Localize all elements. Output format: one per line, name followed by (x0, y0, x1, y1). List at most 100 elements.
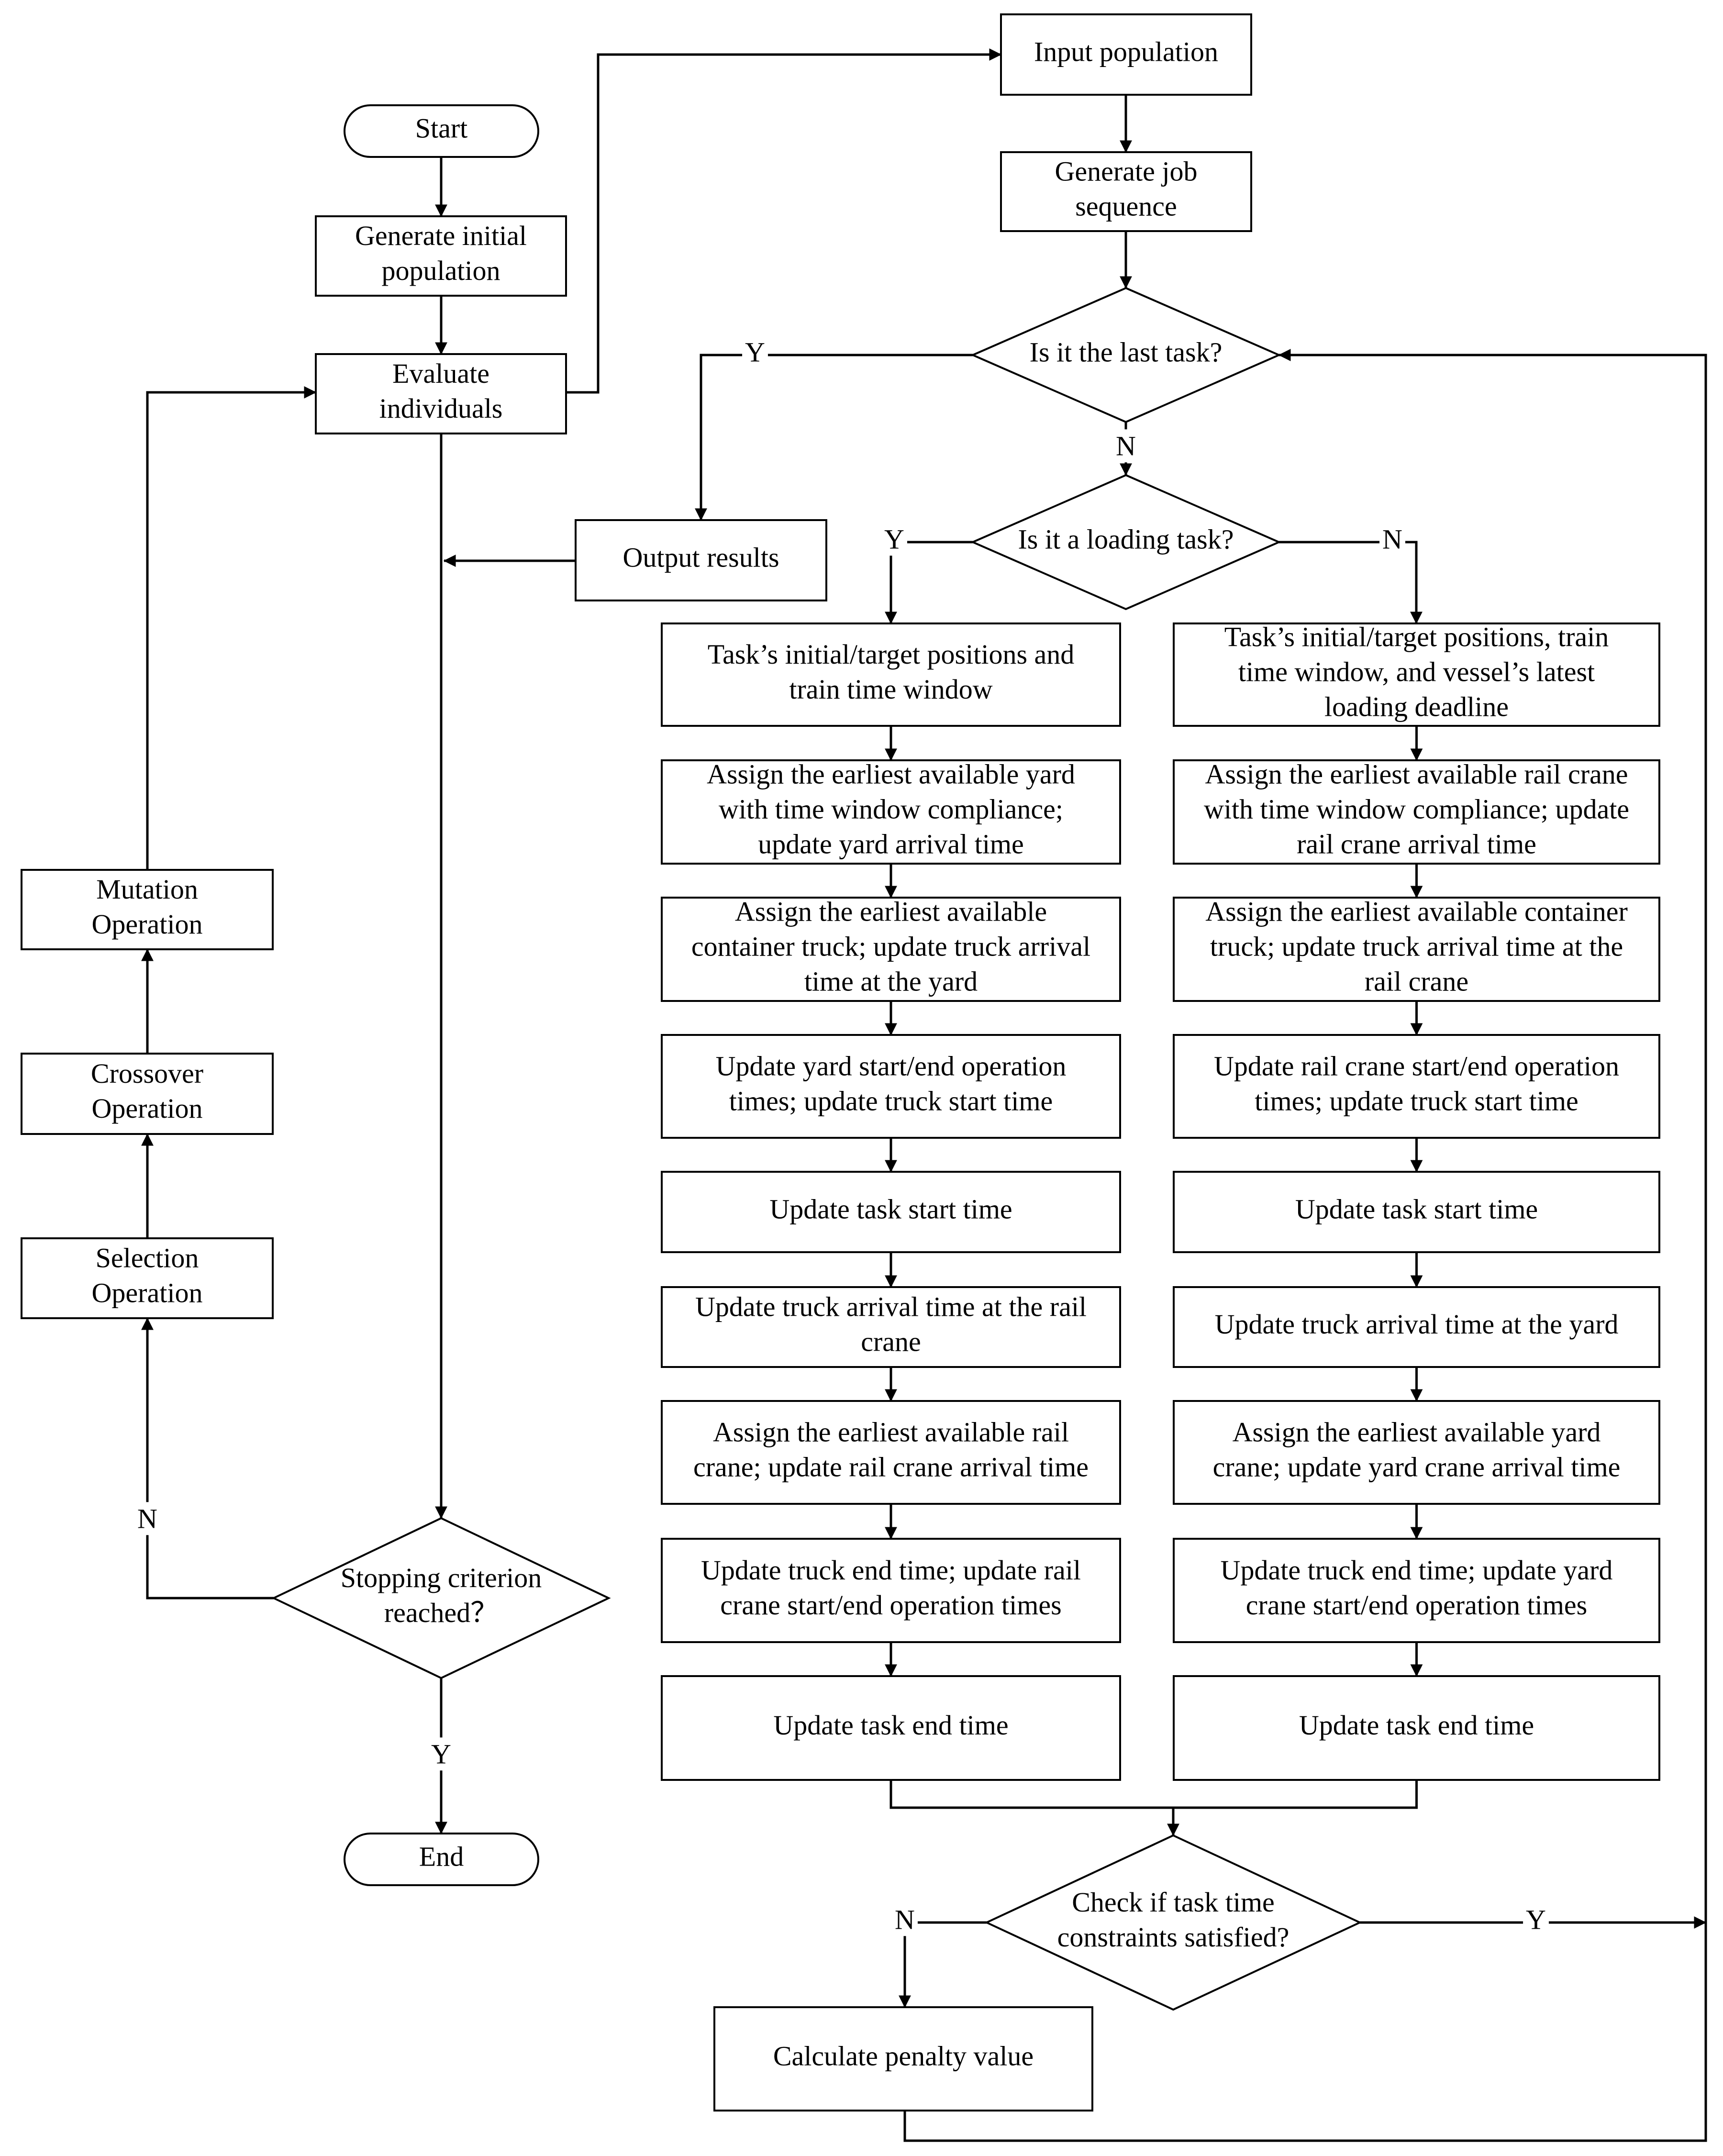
evaluate-individuals-box: Evaluate individuals (315, 353, 567, 434)
unloading-step-1-box-shape (1173, 622, 1660, 727)
loading-yes-label-backing (881, 522, 907, 556)
unloading-step-7-box: Assign the earliest available yardcrane;… (1173, 1400, 1660, 1505)
loading-step-9-box: Update task end time (661, 1675, 1121, 1781)
unloading-step-8-box-text: crane start/end operation times (1246, 1589, 1587, 1621)
unloading-step-9-box-text: Update task end time (1299, 1710, 1534, 1741)
loading-step-8-box-text: crane start/end operation times (720, 1589, 1061, 1621)
generate-initial-population-box-text: Generate initial (355, 220, 527, 251)
loading-step-8-box: Update truck end time; update railcrane … (661, 1538, 1121, 1643)
evaluate-individuals-box-text: individuals (379, 393, 503, 424)
output-results-box-text: Output results (623, 542, 779, 573)
output-results-box-shape (575, 519, 827, 601)
loading-step-5-box-text: Update task start time (769, 1193, 1012, 1224)
mutation-operation-box-text: Mutation (96, 874, 198, 905)
unloading-step-4-box-shape (1173, 1034, 1660, 1139)
generate-job-sequence-box-text: sequence (1075, 190, 1177, 222)
unloading-step-5-box-shape (1173, 1171, 1660, 1253)
calculate-penalty-box: Calculate penalty value (713, 2006, 1093, 2112)
stopping-yes-label: Y (431, 1738, 451, 1769)
loading-task-decision: Is it a loading task? (970, 474, 1281, 611)
mutation-operation-box-text: Operation (92, 909, 203, 940)
loading-step-7-box: Assign the earliest available railcrane;… (661, 1400, 1121, 1505)
start-terminal-shape (344, 104, 539, 158)
unloading-step-2-box-text: rail crane arrival time (1297, 828, 1536, 859)
selection-operation-box-text: Operation (92, 1277, 203, 1308)
last-task-no-label-backing (1113, 429, 1139, 463)
unloading-step-8-box-shape (1173, 1538, 1660, 1643)
unloading-step-8-box-text: Update truck end time; update yard (1221, 1555, 1613, 1586)
loading-step-3-box-text: time at the yard (804, 966, 978, 997)
unloading-step-8-box: Update truck end time; update yardcrane … (1173, 1538, 1660, 1643)
last-task-decision-text: Is it the last task? (1030, 336, 1223, 367)
evaluate-individuals-box-shape (315, 353, 567, 434)
loading-step-5-box-shape (661, 1171, 1121, 1253)
selection-operation-box-text: Selection (96, 1242, 199, 1273)
loading-step-8-box-text: Update truck end time; update rail (701, 1555, 1081, 1586)
loading-task-decision-text: Is it a loading task? (1018, 523, 1234, 555)
start-terminal-text: Start (415, 112, 468, 144)
unloading-step-1-box-text: time window, and vessel’s latest (1238, 656, 1595, 687)
penalty-loop-arrow (903, 349, 1707, 2142)
unloading-step-1-box: Task’s initial/target positions, trainti… (1173, 621, 1660, 727)
stopping-yes-label-backing (428, 1737, 454, 1771)
loading-step-6-box-shape (661, 1286, 1121, 1368)
loading-step-5-box: Update task start time (661, 1171, 1121, 1253)
loading-step-1-box-text: train time window (789, 674, 992, 705)
loading-step-2-box-text: Assign the earliest available yard (707, 758, 1075, 789)
loading-yes-label: Y (884, 523, 904, 555)
loading-no-label-backing (1379, 522, 1405, 556)
loading-step-6-box-text: crane (861, 1326, 921, 1357)
crossover-operation-box-text: Operation (92, 1093, 203, 1124)
output-results-box: Output results (575, 519, 827, 601)
end-terminal: End (344, 1833, 539, 1886)
unloading-step-4-box-text: Update rail crane start/end operation (1214, 1050, 1619, 1081)
loading-step-6-box-text: Update truck arrival time at the rail (695, 1291, 1087, 1322)
unloading-step-2-box: Assign the earliest available rail crane… (1173, 758, 1660, 865)
unloading-step-3-box-shape (1173, 897, 1660, 1002)
unloading-step-5-box: Update task start time (1173, 1171, 1660, 1253)
stopping-criterion-decision-text: reached？ (384, 1597, 498, 1628)
last-task-yes-arrow (695, 354, 973, 521)
unloading-step-2-box-text: with time window compliance; update (1204, 793, 1629, 824)
generate-initial-population-box: Generate initial population (315, 215, 567, 297)
check-constraints-decision-text: Check if task time (1072, 1887, 1275, 1918)
loading-no-arrow (1279, 541, 1423, 624)
loading-step-3-box-text: container truck; update truck arrival (691, 931, 1090, 962)
unloading-step-9-box: Update task end time (1173, 1675, 1660, 1781)
check-yes-label: Y (1526, 1904, 1546, 1935)
last-task-no-label: N (1116, 430, 1136, 461)
unloading-step-2-box-shape (1173, 759, 1660, 865)
unloading-step-3-box-text: rail crane (1365, 966, 1468, 997)
input-population-box-text: Input population (1034, 36, 1218, 67)
stopping-no-label-backing (134, 1502, 160, 1535)
calculate-penalty-box-shape (713, 2006, 1093, 2112)
unloading-step-4-box: Update rail crane start/end operationtim… (1173, 1034, 1660, 1139)
generate-initial-population-box-text: population (381, 255, 500, 286)
generate-initial-population-box-shape (315, 215, 567, 297)
crossover-operation-box-text: Crossover (91, 1058, 203, 1089)
unloading-step-6-box-shape (1173, 1286, 1660, 1368)
unloading-step-3-box: Assign the earliest available containert… (1173, 896, 1660, 1002)
loading-step-2-box-shape (661, 759, 1121, 865)
evaluate-individuals-box-text: Evaluate (392, 358, 489, 389)
unloading-step-2-box-text: Assign the earliest available rail crane (1205, 758, 1628, 789)
loading-no-label: N (1382, 523, 1402, 555)
loading-step-4-box-text: Update yard start/end operation (716, 1050, 1067, 1081)
loading-step-2-box-text: update yard arrival time (758, 828, 1024, 859)
loading-step-8-box-shape (661, 1538, 1121, 1643)
loading-step-1-box-shape (661, 622, 1121, 727)
stopping-no-arrow (141, 1317, 274, 1600)
loading-step-6-box: Update truck arrival time at the rail cra… (661, 1286, 1121, 1368)
check-no-label-backing (892, 1903, 918, 1936)
loading-step-3-box-shape (661, 897, 1121, 1002)
